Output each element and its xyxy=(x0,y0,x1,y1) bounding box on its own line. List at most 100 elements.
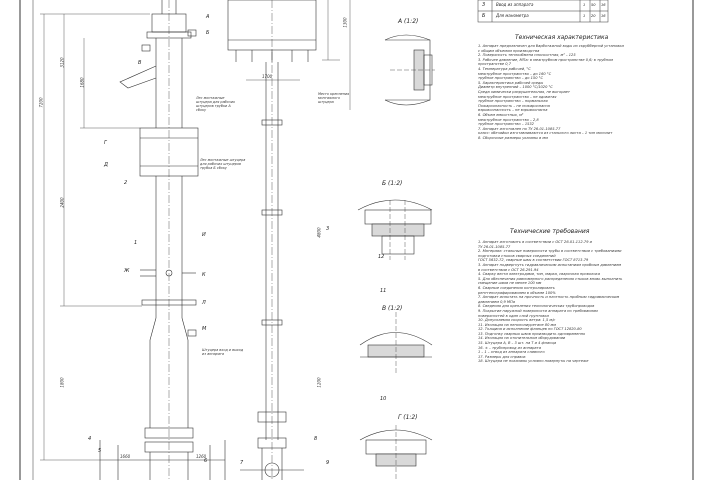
tech-line: 8. Сборочные размеры указаны в мм xyxy=(478,135,548,140)
table-row-2-c: 16 xyxy=(601,14,606,18)
table-row-1-name: Ввод из аппарата xyxy=(496,2,534,7)
req-line: 2. Материал: стальные поверхности трубы … xyxy=(478,249,622,254)
dim-mid-vessel: 4800 xyxy=(316,227,322,238)
req-line: 14. Изоляция на отопительном оборудовани… xyxy=(478,336,566,341)
tech-line: 2. Поверхность теплообмена плоскостная, … xyxy=(478,53,576,58)
req-line: 15. Штуцера А, В – 3 шт. на Т и 4 фланца xyxy=(478,341,557,346)
dim-mid-lower: 1200 xyxy=(316,377,322,388)
req-line: подготовки стыков сварных соединений xyxy=(478,253,556,258)
req-line: 10. Допускаемая скорость ветра: 1,5 м/с xyxy=(478,318,556,323)
req-line: 4. Сварку вести электродами, тип, марка,… xyxy=(478,272,600,277)
secondary-vessel-elevation xyxy=(227,0,317,480)
callout-mount: Место крепления монтажного штуцера xyxy=(318,92,350,104)
section-v-detail xyxy=(359,312,433,375)
main-vessel-elevation xyxy=(99,0,226,480)
req-line: 16. ± – трубопровод из аппарата xyxy=(478,345,541,350)
req-line: 17. Размеры для справок xyxy=(478,354,526,359)
tech-notes: 1. Аппарат предназначен для барботажной … xyxy=(478,44,683,224)
req-notes: 1. Аппарат изготовить в соответствии с О… xyxy=(478,240,683,480)
tech-line: пространстве 0,7 xyxy=(478,62,511,67)
dim-mid: 2400 xyxy=(59,197,65,208)
req-title: Технические требования xyxy=(510,228,590,235)
req-line: давлением 0,9 МПа xyxy=(478,299,515,304)
leader-6: 6 xyxy=(204,458,208,464)
req-line: 13. Подгонку сварных швов производить од… xyxy=(478,331,586,336)
tech-line: трубное пространство – нормальная xyxy=(478,99,548,104)
leader-b: Б xyxy=(206,30,210,36)
dim-top-right: 1300 xyxy=(342,17,348,28)
leader-m: М xyxy=(202,326,207,332)
leader-9: 9 xyxy=(326,460,330,466)
dim-base-a: 1660 xyxy=(120,454,131,459)
tech-title: Техническая характеристика xyxy=(515,34,609,41)
leader-d: Д xyxy=(104,162,108,168)
leader-l: Л xyxy=(202,300,206,306)
req-line: поверхностей в один слой грунтовки xyxy=(478,313,549,318)
tech-line: 3. Рабочее давление, МПа: в межтрубном п… xyxy=(478,57,614,62)
tech-line: межтрубное пространство – 2,8 xyxy=(478,117,539,122)
leader-8: 8 xyxy=(314,436,318,442)
dim-top-section: 1680 xyxy=(79,77,85,88)
req-line: в соответствии с ОСТ 26-291-94 xyxy=(478,267,539,272)
leader-v: В xyxy=(138,60,142,66)
dim-base-b: 1260 xyxy=(196,454,207,459)
leader-10: 10 xyxy=(380,396,387,402)
req-line: 1 – 1 – отвод из аппарата сливного xyxy=(478,350,545,355)
req-line: 12. Толщина и исполнение фланцев по ГОСТ… xyxy=(478,327,582,332)
tech-line: с общим объемом производства xyxy=(478,48,540,53)
req-line: 7. Аппарат испытать на прочность и плотн… xyxy=(478,295,620,300)
table-row-1-a: 1 xyxy=(583,3,586,7)
req-line: ГОСТ 5632-72, сварные швы в соответствии… xyxy=(478,258,589,263)
tech-line: Среда химически разрушительная, не выгор… xyxy=(478,89,570,94)
section-v-label: В (1:2) xyxy=(382,305,403,312)
tech-line: 5. Характеристика рабочей среды xyxy=(478,80,544,85)
section-b-label: Б (1:2) xyxy=(382,180,403,187)
section-b-detail xyxy=(357,199,433,260)
leader-zh: Ж xyxy=(124,268,130,274)
leader-2: 2 xyxy=(124,180,128,186)
leader-4: 4 xyxy=(88,436,92,442)
tech-line: 4. Температура рабочей, °С xyxy=(478,66,531,71)
callout-inlet-outlet: Штуцера вход и выход из аппарата xyxy=(202,348,244,356)
tech-line: 6. Объем емкостных, м³ xyxy=(478,112,524,117)
req-line: 5. Для обеспечения равномерного распреде… xyxy=(478,276,623,281)
req-line: 6. Сварные соединения контролировать xyxy=(478,285,555,290)
table-row-2-a: 1 xyxy=(583,14,586,18)
nozzle-table-grid xyxy=(477,0,609,23)
req-line: 1. Аппарат изготовить в соответствии с О… xyxy=(478,240,592,244)
tech-line: Диаметр внутренний – 1000 °С/1020 °С xyxy=(478,85,553,90)
tech-line: трубное пространство – до 150 °С xyxy=(478,76,543,81)
leader-k: К xyxy=(202,272,206,278)
leader-12: 12 xyxy=(378,254,385,260)
leader-3: 3 xyxy=(326,226,330,232)
req-line: 3. Аппарат подвергнуть гидравлическим ис… xyxy=(478,262,622,267)
tech-line: класс: обечайки изготавливаются из сталь… xyxy=(478,131,613,136)
table-row-1-b: 50 xyxy=(591,3,596,7)
leader-1: 1 xyxy=(134,240,138,246)
leader-g: Г xyxy=(104,140,107,146)
tech-line: 1. Аппарат предназначен для барботажной … xyxy=(478,44,624,48)
leader-5: 5 xyxy=(98,448,102,454)
tech-line: взрывоопасность – не взрывоопасна xyxy=(478,108,548,113)
leader-7: 7 xyxy=(240,460,244,466)
section-a-label: А (1:2) xyxy=(398,18,419,25)
req-line: рентгенографированием в объеме 100% xyxy=(478,290,556,295)
dim-overall: 7200 xyxy=(38,97,44,108)
leader-i: И xyxy=(202,232,206,238)
dimension-lines-mid xyxy=(246,0,351,110)
table-row-1-c: 16 xyxy=(601,3,606,7)
tech-line: 7. Аппарат изготовлен по ТУ 26-01-1085-7… xyxy=(478,126,561,131)
callout-nozzle-a: Лес монтажные штуцера для рабочих штуцер… xyxy=(196,96,236,112)
table-row-2-name: Для манометра xyxy=(496,13,529,18)
dim-lower: 1800 xyxy=(59,377,65,388)
table-row-2-b: 20 xyxy=(591,14,596,18)
table-row-1-num: 3 xyxy=(482,2,486,8)
leader-11: 11 xyxy=(380,288,387,294)
callout-nozzle-b: Лес монтажные штуцера для рабочих штуцер… xyxy=(200,158,246,170)
dim-width: 1700 xyxy=(262,74,273,79)
dimension-lines-left xyxy=(40,13,150,461)
dim-upper: 3120 xyxy=(59,57,65,68)
req-line: ТУ 26-01-1085-77 xyxy=(478,244,511,249)
